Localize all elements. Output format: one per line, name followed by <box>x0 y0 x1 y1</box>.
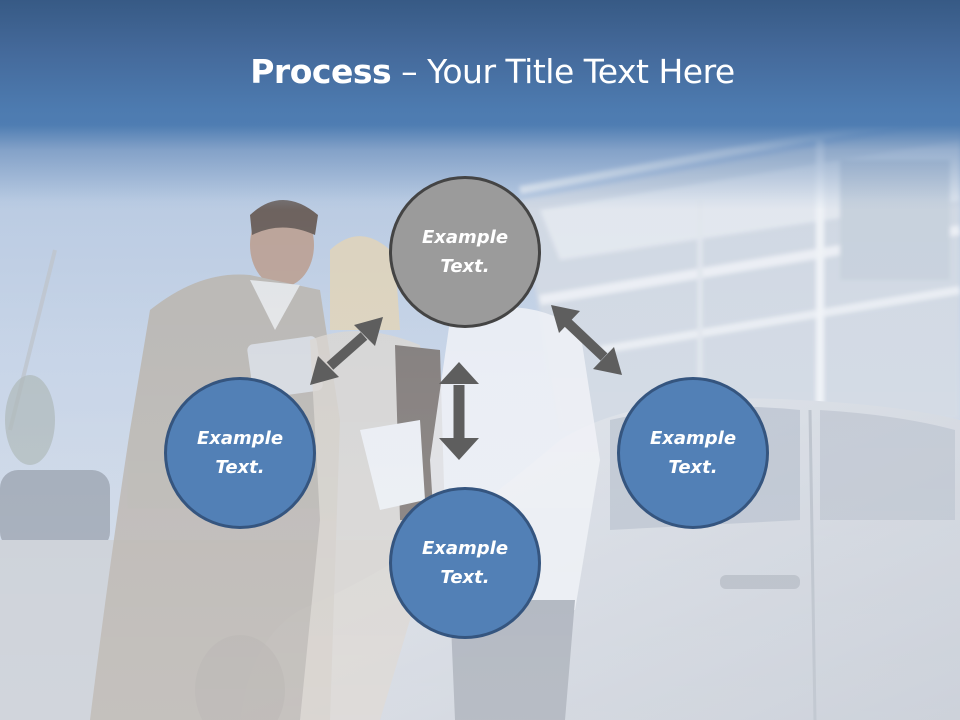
process-node-bottom: Example Text. <box>389 487 541 639</box>
process-node-top: Example Text. <box>389 176 541 328</box>
slide-title: Process – Your Title Text Here <box>0 52 960 91</box>
title-bold: Process <box>250 52 392 91</box>
title-band <box>0 0 960 210</box>
process-node-left: Example Text. <box>164 377 316 529</box>
double-arrow-left-top <box>310 317 383 385</box>
node-right-line1: Example <box>649 428 737 449</box>
node-bottom-line1: Example <box>421 538 509 559</box>
node-left-line2: Text. <box>215 457 265 478</box>
process-node-right: Example Text. <box>617 377 769 529</box>
double-arrow-top-right <box>551 305 622 375</box>
node-right-line2: Text. <box>668 457 718 478</box>
double-arrow-top-bottom <box>439 362 479 460</box>
node-top-line2: Text. <box>440 256 490 277</box>
title-rest: – Your Title Text Here <box>391 52 735 91</box>
node-bottom-line2: Text. <box>440 567 490 588</box>
node-left-line1: Example <box>196 428 284 449</box>
node-top-line1: Example <box>421 227 509 248</box>
